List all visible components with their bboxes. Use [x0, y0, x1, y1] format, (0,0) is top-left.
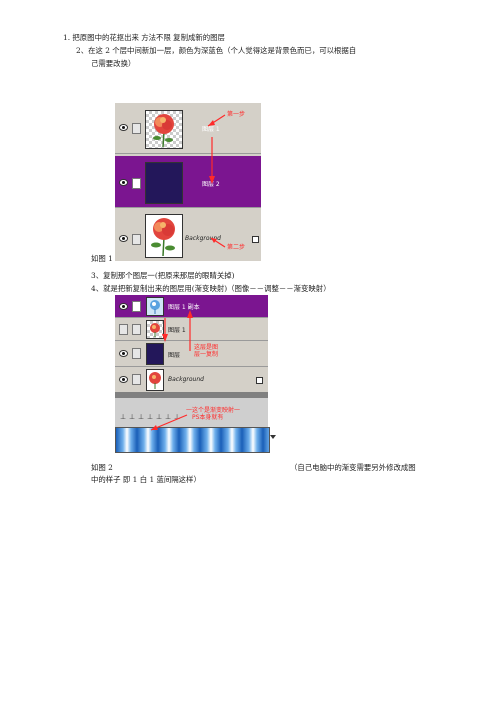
- layer-name: 图层 1: [168, 327, 186, 334]
- flower-image: [150, 300, 160, 314]
- figure-2-caption: 如图 2: [91, 463, 113, 472]
- svg-text:⊥: ⊥: [174, 413, 180, 421]
- svg-text:⊥: ⊥: [156, 413, 162, 421]
- eye-icon[interactable]: [119, 179, 128, 186]
- eye-slot-empty[interactable]: [119, 324, 128, 335]
- brush-box[interactable]: [132, 301, 141, 312]
- background-thumbnail: [145, 214, 183, 258]
- layer-name: 图层 1: [202, 126, 220, 133]
- link-box[interactable]: [132, 374, 141, 385]
- eye-icon[interactable]: [119, 350, 128, 357]
- lock-icon: [256, 377, 263, 384]
- lock-icon: [252, 236, 259, 243]
- step-2-text: 2、在这 2 个层中间新加一层，颜色为深蓝色（个人觉得这是背景色而已，可以根据自: [76, 46, 357, 55]
- link-box[interactable]: [132, 348, 141, 359]
- copied-layer-label: 这层是图: [194, 344, 219, 351]
- layer-row-1: 图层 1: [115, 103, 261, 154]
- link-box[interactable]: [132, 123, 141, 134]
- gradient-map-label-2: PS本身就有: [192, 414, 224, 421]
- svg-text:⊥: ⊥: [138, 413, 144, 421]
- svg-text:⊥: ⊥: [165, 413, 171, 421]
- layer-name: 图层 2: [202, 181, 220, 188]
- figure-1-layers-panel: 图层 1 图层 2 Background: [115, 103, 261, 261]
- svg-text:⊥: ⊥: [129, 413, 135, 421]
- flower-image: [149, 372, 161, 389]
- layer-row-1: 图层 1: [115, 318, 268, 341]
- svg-text:⊥: ⊥: [147, 413, 153, 421]
- eye-icon[interactable]: [119, 376, 128, 383]
- gradient-presets-strip: ⊥⊥⊥ ⊥⊥⊥ ⊥: [115, 392, 268, 433]
- gradient-flower-thumbnail: [146, 297, 164, 316]
- eye-icon[interactable]: [119, 235, 128, 242]
- figure-1-caption: 如图 1: [91, 254, 113, 263]
- navy-fill-thumbnail: [145, 162, 183, 204]
- background-thumbnail: [146, 369, 164, 391]
- step-3-text: 3、复制那个图层一(把原来那层的眼睛关掉): [91, 271, 235, 280]
- link-box[interactable]: [132, 324, 141, 335]
- eye-icon[interactable]: [119, 124, 128, 131]
- note-text: （自己电脑中的渐变需要另外修改成图: [290, 463, 416, 472]
- step-1-text: 1. 把原图中的花抠出来 方法不限 复制成新的图层: [63, 33, 225, 42]
- flower-thumbnail: [146, 320, 164, 339]
- step-1-label: 第一步: [227, 111, 246, 118]
- navy-fill-thumbnail: [146, 343, 164, 365]
- gradient-map-label: 一这个是渐变映射一: [186, 407, 241, 414]
- layer-name: 图层: [168, 352, 181, 359]
- link-box[interactable]: [132, 234, 141, 245]
- figure-2-layers-panel: 图层 1 副本 图层 1 图层 Background: [115, 295, 268, 392]
- layer-row-2: 图层: [115, 341, 268, 367]
- gradient-map-preview[interactable]: [115, 427, 270, 453]
- flower-image: [153, 114, 174, 148]
- layer-row-background: Background: [115, 209, 261, 261]
- layer-name: 图层 1 副本: [168, 304, 200, 311]
- layer-row-background: Background: [115, 367, 268, 392]
- flower-image: [151, 218, 175, 257]
- note-text-cont: 中的样子 即 1 白 1 蓝间隔这样）: [91, 475, 201, 484]
- gradient-stops: ⊥⊥⊥ ⊥⊥⊥ ⊥: [120, 413, 180, 421]
- layer-row-2: 图层 2: [115, 156, 261, 208]
- layer-name: Background: [185, 235, 221, 242]
- flower-image: [150, 323, 160, 337]
- eye-icon[interactable]: [119, 303, 128, 310]
- step-4-text: 4、就是把新复制出来的图层用(渐变映射)（图像－－调整－－渐变映射）: [91, 284, 331, 293]
- svg-text:⊥: ⊥: [120, 413, 126, 421]
- copied-layer-label-2: 层一复制: [194, 351, 219, 358]
- step-2-label: 第二步: [227, 244, 246, 251]
- gradient-dropdown-arrow[interactable]: [270, 435, 276, 439]
- brush-box[interactable]: [132, 178, 141, 189]
- step-2-text-cont: 己需要改换）: [91, 59, 136, 68]
- layer-name: Background: [168, 376, 204, 383]
- flower-thumbnail: [145, 110, 183, 149]
